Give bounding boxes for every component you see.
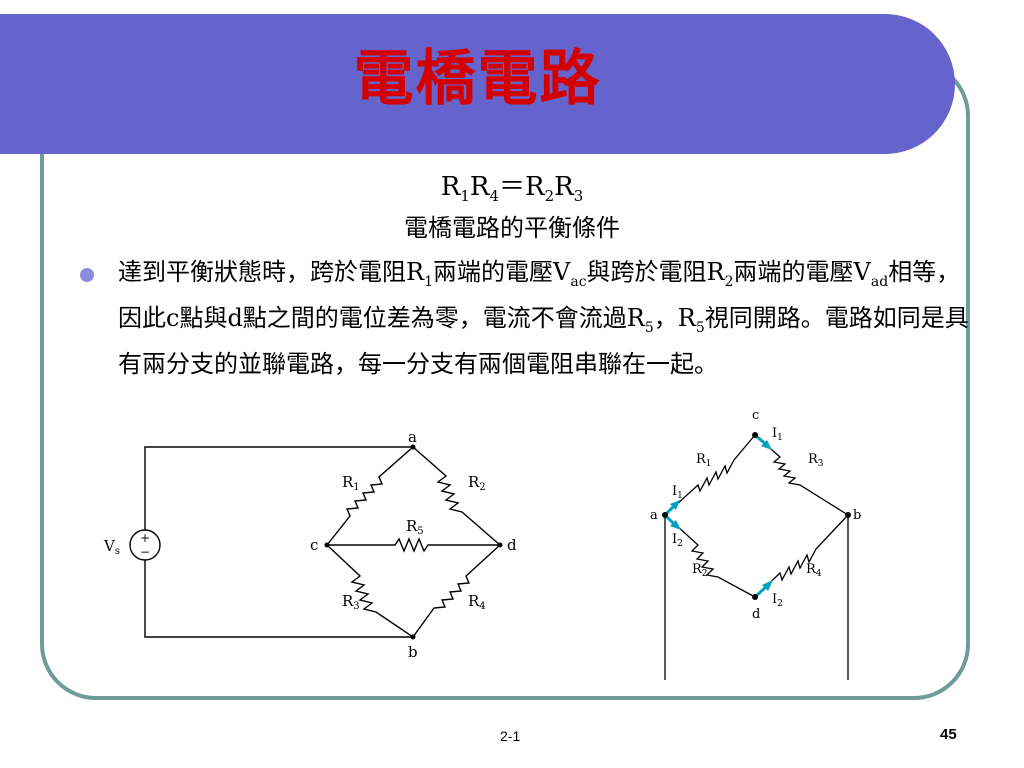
label-d-right: d [752,607,760,622]
label-c-right: c [752,408,759,423]
label-r2: R2 [468,473,486,493]
node-a [410,444,416,450]
label-a: a [408,428,417,446]
label-r2-right: R2 [692,562,708,579]
label-d: d [507,536,517,554]
bullet-dot [80,268,94,282]
arrowhead-i2-bottom [762,580,773,591]
label-r3: R3 [342,592,360,612]
resistor-r2-branch [664,514,756,598]
node-c [324,542,330,548]
label-i1-left: I1 [672,484,683,501]
resistor-r4 [412,544,501,638]
label-r3-right: R3 [808,452,824,469]
label-c: c [310,536,318,554]
resistor-r4-branch [754,514,849,598]
slide-title: 電橋電路 [353,44,602,114]
label-vs: Vs [103,537,120,557]
node-b-right [845,512,851,518]
node-d [497,542,503,548]
label-i2-bottom: I2 [772,592,783,609]
node-a-right [662,512,668,518]
arrowhead-i1-left [670,500,680,510]
label-minus: − [140,545,150,559]
node-d-right [752,594,758,600]
node-b [410,634,416,640]
balance-formula: R1R4＝R2R3 [440,172,584,206]
resistor-r3 [326,544,414,638]
voltage-source [129,529,161,561]
resistor-r1 [326,446,414,546]
bridge-circuit-diagram: + − a b c d Vs R1 R2 R3 R4 R5 [103,428,517,661]
bullet-paragraph: 達到平衡狀態時，跨於電阻R1兩端的電壓Vac與跨於電阻R2兩端的電壓Vad相等，… [118,258,969,378]
label-r5: R5 [406,517,424,537]
slide-frame [40,60,970,700]
label-i2-left: I2 [672,532,683,549]
resistor-r2 [412,446,501,546]
title-bar [0,14,955,154]
label-a-right: a [650,508,658,523]
resistor-r1-branch [664,434,756,516]
node-c-right [752,432,758,438]
label-i1-top: I1 [772,426,783,443]
label-r1: R1 [342,473,360,493]
label-r4: R4 [468,592,486,612]
formula-caption: 電橋電路的平衡條件 [404,214,620,242]
balanced-bridge-diagram: a b c d R1 R3 R2 R4 I1 I1 I2 I2 [650,408,861,680]
label-plus: + [140,531,150,545]
footer-section: 2-1 [500,728,521,744]
wire-bottom [144,560,413,638]
label-b-right: b [853,508,861,523]
arrowhead-i1-top [761,440,772,450]
arrowhead-i2-left [670,520,681,530]
page-number: 45 [940,726,957,743]
label-r4-right: R4 [806,562,822,579]
label-b: b [408,643,418,661]
resistor-r3-branch [754,434,849,516]
resistor-r5 [327,537,500,553]
label-r1-right: R1 [696,452,712,469]
wire-top [144,446,413,530]
